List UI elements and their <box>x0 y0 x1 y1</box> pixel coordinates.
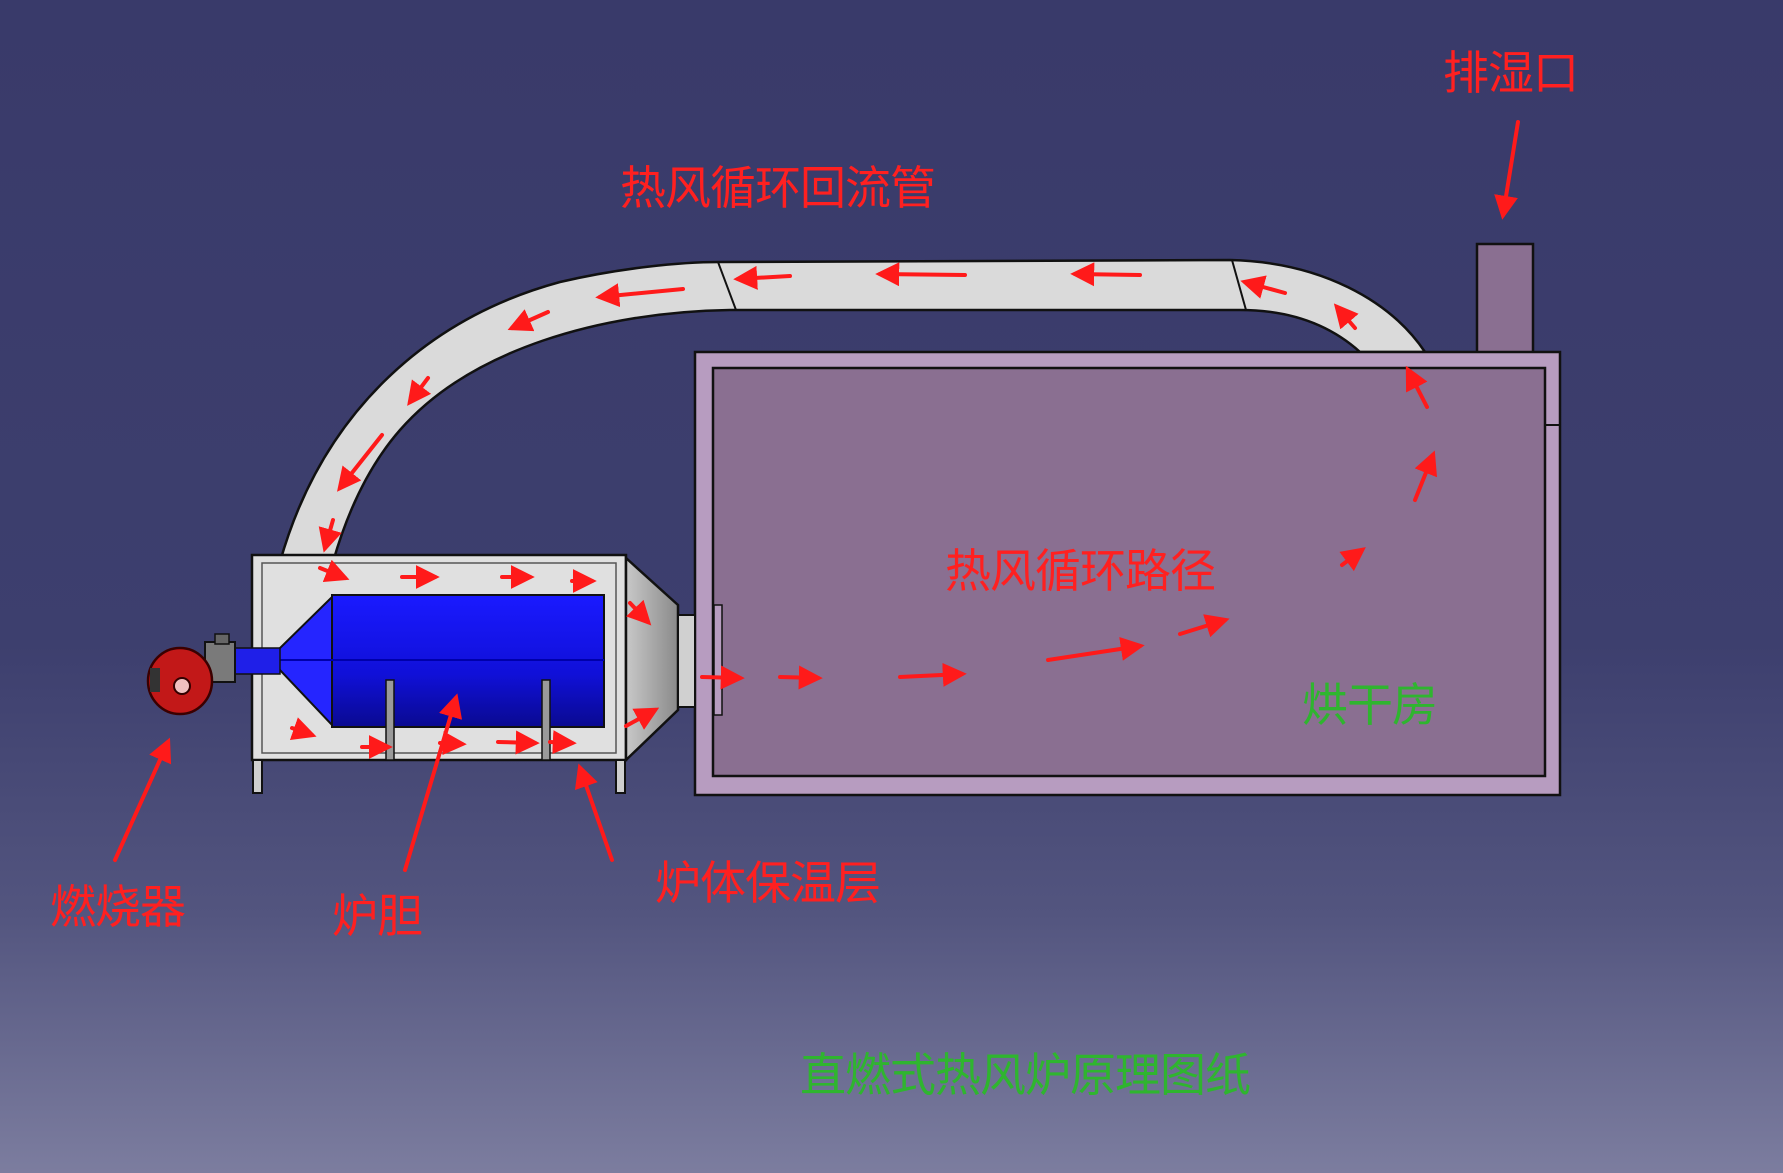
label-exhaust-port: 排湿口 <box>1443 46 1579 100</box>
furnace-chamber <box>231 594 605 761</box>
burner-unit <box>146 633 236 716</box>
flow-arrow-icon <box>289 262 1438 759</box>
label-burner: 燃烧器 <box>50 880 186 934</box>
label-drying-room: 烘干房 <box>1302 678 1438 732</box>
diagram-caption: 直燃式热风炉原理图纸 <box>800 1048 1251 1102</box>
label-return-duct: 热风循环回流管 <box>620 161 936 215</box>
leader-arrow-icon <box>113 120 1520 872</box>
drying-room <box>693 242 1562 797</box>
label-circulation-path: 热风循环路径 <box>945 544 1216 598</box>
label-furnace-chamber: 炉胆 <box>332 889 423 943</box>
label-insulation-layer: 炉体保温层 <box>655 856 881 910</box>
return-duct <box>278 258 1428 564</box>
exhaust-chimney <box>1475 242 1535 356</box>
door-hinge <box>713 604 723 716</box>
